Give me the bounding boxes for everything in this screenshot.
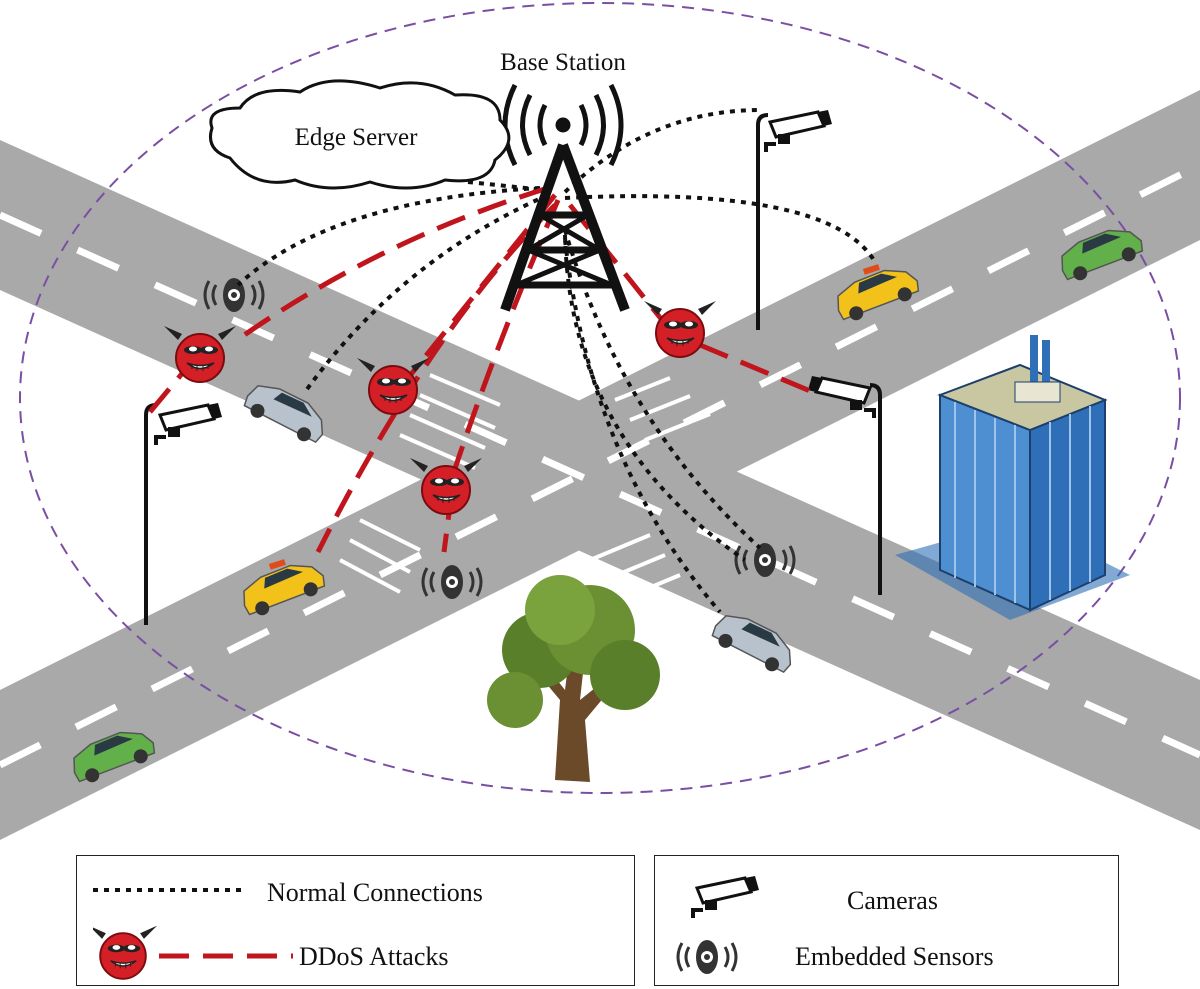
camera-icon (154, 401, 224, 447)
sensor-icon (676, 938, 738, 976)
lane-marks-2 (0, 161, 1200, 769)
normal-connections (236, 108, 877, 614)
cloud-icon (209, 79, 511, 190)
car-icon (830, 261, 924, 326)
tree-icon (487, 575, 660, 782)
normal-connection-line-icon (93, 888, 243, 892)
building-icon (895, 335, 1130, 620)
coverage-boundary (19, 2, 1181, 794)
edge-server-label: Edge Server (295, 124, 419, 151)
ddos-attack-legend-icon (93, 926, 293, 980)
legend-devices: Cameras Embedded Sensors (654, 855, 1119, 986)
camera-icon (764, 108, 834, 154)
legend-cameras: Cameras (847, 886, 938, 915)
base-station-label: Base Station (500, 49, 626, 76)
legend-connections: Normal Connections DDoS Attacks (76, 855, 635, 986)
crosswalks (339, 358, 711, 602)
camera-icon (691, 874, 761, 920)
legend-ddos-attacks: DDoS Attacks (299, 942, 449, 971)
legend-embedded-sensors: Embedded Sensors (795, 942, 994, 971)
legend-normal-connections: Normal Connections (267, 878, 483, 907)
car-icon (236, 556, 330, 621)
